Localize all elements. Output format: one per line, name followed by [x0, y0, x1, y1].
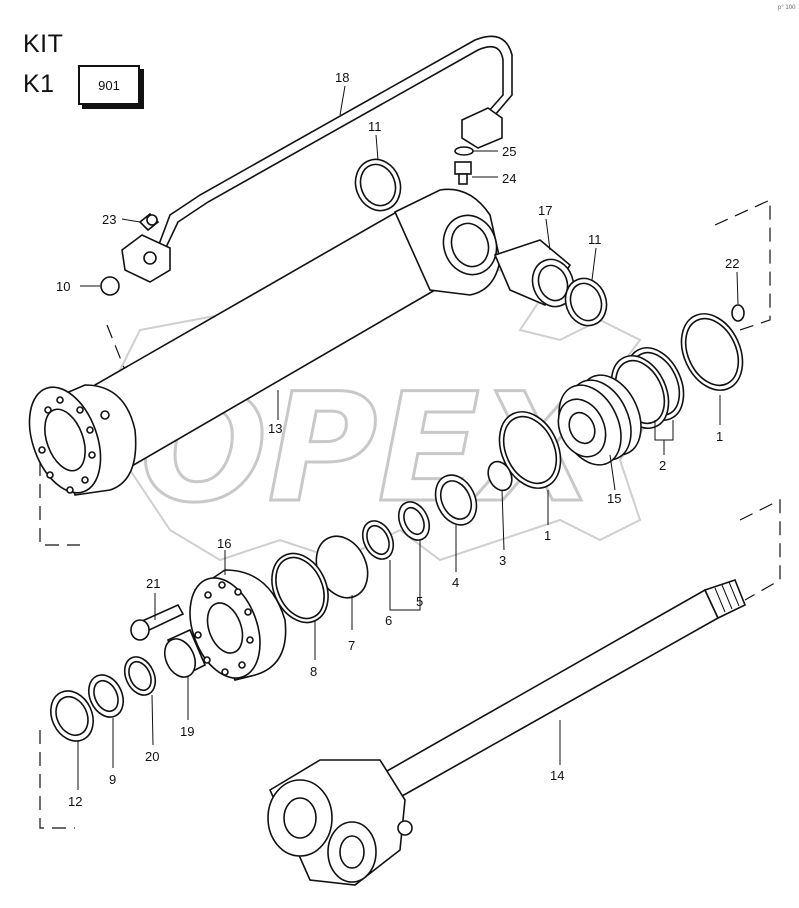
- part-18-hydraulic-pipe: [121, 35, 513, 283]
- callout-24: 24: [502, 171, 516, 186]
- part-4-ring: [434, 474, 478, 526]
- part-8-ring: [271, 552, 329, 624]
- part-16-gland: [189, 569, 287, 681]
- callout-1b: 1: [544, 528, 551, 543]
- callout-21: 21: [146, 576, 160, 591]
- callout-12: 12: [68, 794, 82, 809]
- callout-5: 5: [416, 594, 423, 609]
- callout-16: 16: [217, 536, 231, 551]
- callout-2: 2: [659, 458, 666, 473]
- part-22-plug: [731, 304, 745, 322]
- callout-11a: 11: [368, 119, 382, 134]
- callout-3: 3: [499, 553, 506, 568]
- part-3-disc: [487, 460, 513, 492]
- callout-10: 10: [56, 279, 70, 294]
- callouts: 18 11 25 24 23 10 17 11 22 1 2 15 1 3 4 …: [56, 70, 739, 809]
- callout-20: 20: [145, 749, 159, 764]
- callout-1a: 1: [716, 429, 723, 444]
- part-13-cylinder-tube: [28, 188, 501, 496]
- part-12-wiper: [50, 690, 94, 742]
- part-17-bushing: [493, 239, 575, 308]
- callout-15: 15: [607, 491, 621, 506]
- callout-4: 4: [452, 575, 459, 590]
- part-1-ring-left: [498, 411, 562, 489]
- part-20-snap-ring: [123, 656, 157, 696]
- callout-7: 7: [348, 638, 355, 653]
- part-10-ball: [100, 276, 120, 296]
- part-6-ring: [361, 520, 395, 560]
- callout-9: 9: [109, 772, 116, 787]
- corner-mark: p° 100: [778, 5, 796, 11]
- callout-17: 17: [538, 203, 552, 218]
- part-21-bolt: [130, 603, 185, 641]
- part-23-bolt: [138, 212, 160, 232]
- part-24-fitting: [454, 161, 472, 185]
- callout-25: 25: [502, 144, 516, 159]
- part-19-bushing: [163, 628, 207, 678]
- callout-23: 23: [102, 212, 116, 227]
- callout-13: 13: [268, 421, 282, 436]
- kit-number-box: 901: [78, 65, 140, 105]
- part-1-ring-right: [680, 313, 744, 391]
- callout-18: 18: [335, 70, 349, 85]
- callout-8: 8: [310, 664, 317, 679]
- callout-11b: 11: [588, 232, 602, 247]
- part-14-piston-rod: [267, 579, 747, 886]
- part-15-piston: [557, 374, 642, 466]
- part-5-ring: [397, 501, 431, 541]
- part-11-seal-right: [564, 277, 608, 327]
- part-11-seal-upper: [354, 158, 402, 212]
- callout-14: 14: [550, 768, 564, 783]
- part-9-ring: [87, 674, 125, 718]
- kit-code: K1: [23, 70, 55, 98]
- callout-22: 22: [725, 256, 739, 271]
- part-25-washer: [454, 146, 474, 156]
- kit-label: KIT: [23, 30, 64, 58]
- callout-19: 19: [180, 724, 194, 739]
- callout-6: 6: [385, 613, 392, 628]
- leader-lines: [77, 85, 739, 790]
